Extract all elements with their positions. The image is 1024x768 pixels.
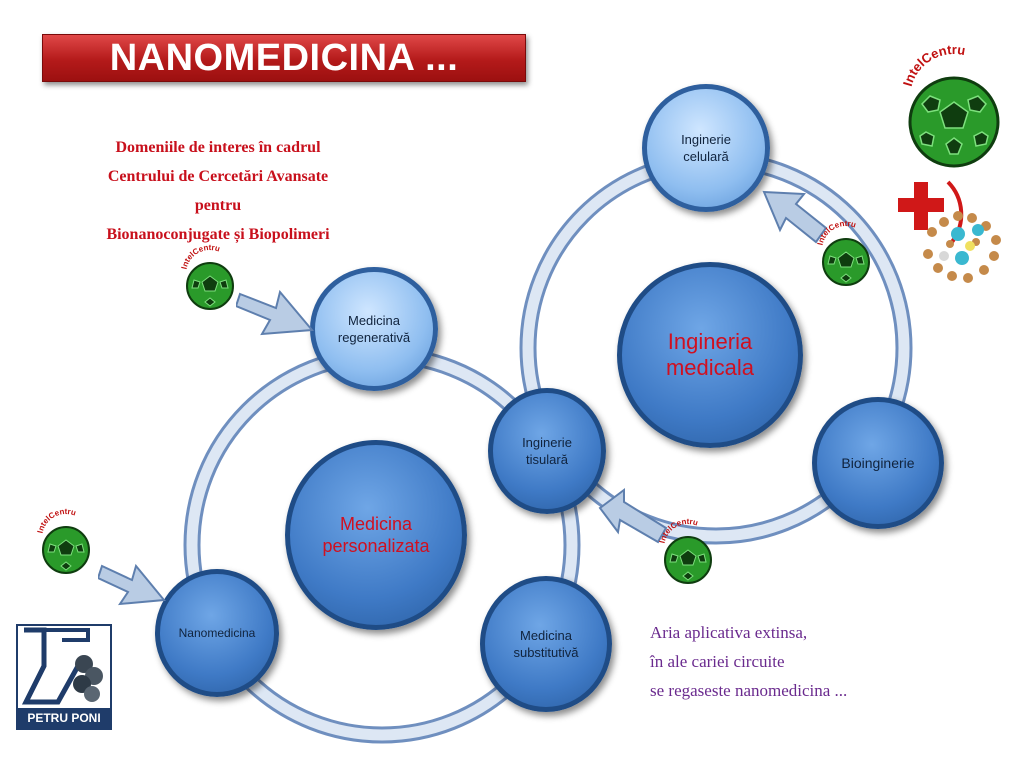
node-medicina-personalizata: Medicina personalizata: [285, 440, 467, 630]
node-label: Ingineria medicala: [665, 329, 755, 380]
intelcentru-logo-icon: IntelCentru: [900, 42, 1000, 168]
node-label: Medicina substitutivă: [513, 628, 579, 660]
node-label: Medicina regenerativă: [337, 313, 411, 345]
node-medicina-regenerativa: Medicina regenerativă: [310, 267, 438, 391]
arrow-icon: [762, 190, 828, 244]
node-bioinginerie: Bioinginerie: [812, 397, 944, 529]
outro-line: în ale cariei circuite: [650, 652, 785, 671]
node-label: Bioinginerie: [841, 454, 915, 471]
node-label: Inginerie tisulară: [522, 435, 572, 467]
outro-line: se regaseste nanomedicina ...: [650, 681, 848, 700]
node-ingineria-medicala: Ingineria medicala: [617, 262, 803, 448]
node-label: Medicina personalizata: [322, 514, 430, 556]
intro-line: Domeniile de interes în cadrul: [115, 139, 321, 156]
node-label: Nanomedicina: [178, 625, 256, 640]
intro-line: Bionanoconjugate și Biopolimeri: [106, 226, 330, 243]
intelcentru-logo-icon: IntelCentru: [658, 518, 712, 584]
intro-line: pentru: [194, 197, 242, 214]
outro-line: Aria aplicativa extinsa,: [650, 623, 808, 642]
node-medicina-substitutiva: Medicina substitutivă: [480, 576, 612, 712]
intelcentru-logo-icon: IntelCentru: [180, 244, 234, 310]
medical-nanoparticle-icon: [898, 180, 1001, 283]
flask-molecule-icon: [21, 627, 103, 705]
node-inginerie-celulara: Inginerie celulară: [642, 84, 770, 212]
intelcentru-logo-icon: IntelCentru: [816, 220, 870, 286]
page-title: NANOMEDICINA ...: [109, 36, 459, 79]
node-inginerie-tisulara: Inginerie tisulară: [488, 388, 606, 514]
outro-text: Aria aplicativa extinsa, în ale cariei c…: [650, 618, 950, 705]
arrow-icon: [236, 289, 315, 336]
title-banner: NANOMEDICINA ...: [42, 34, 526, 82]
arrow-icon: [98, 563, 166, 606]
petru-poni-logo: PETRU PONI: [16, 624, 112, 730]
intro-text: Domeniile de interes în cadrul Centrului…: [70, 133, 366, 249]
intelcentru-logo-icon: IntelCentru: [36, 508, 90, 574]
node-nanomedicina: Nanomedicina: [155, 569, 279, 697]
petru-poni-label: PETRU PONI: [18, 708, 110, 728]
arrow-icon: [598, 488, 668, 544]
node-label: Inginerie celulară: [681, 132, 731, 164]
intro-line: Centrului de Cercetări Avansate: [107, 168, 329, 185]
